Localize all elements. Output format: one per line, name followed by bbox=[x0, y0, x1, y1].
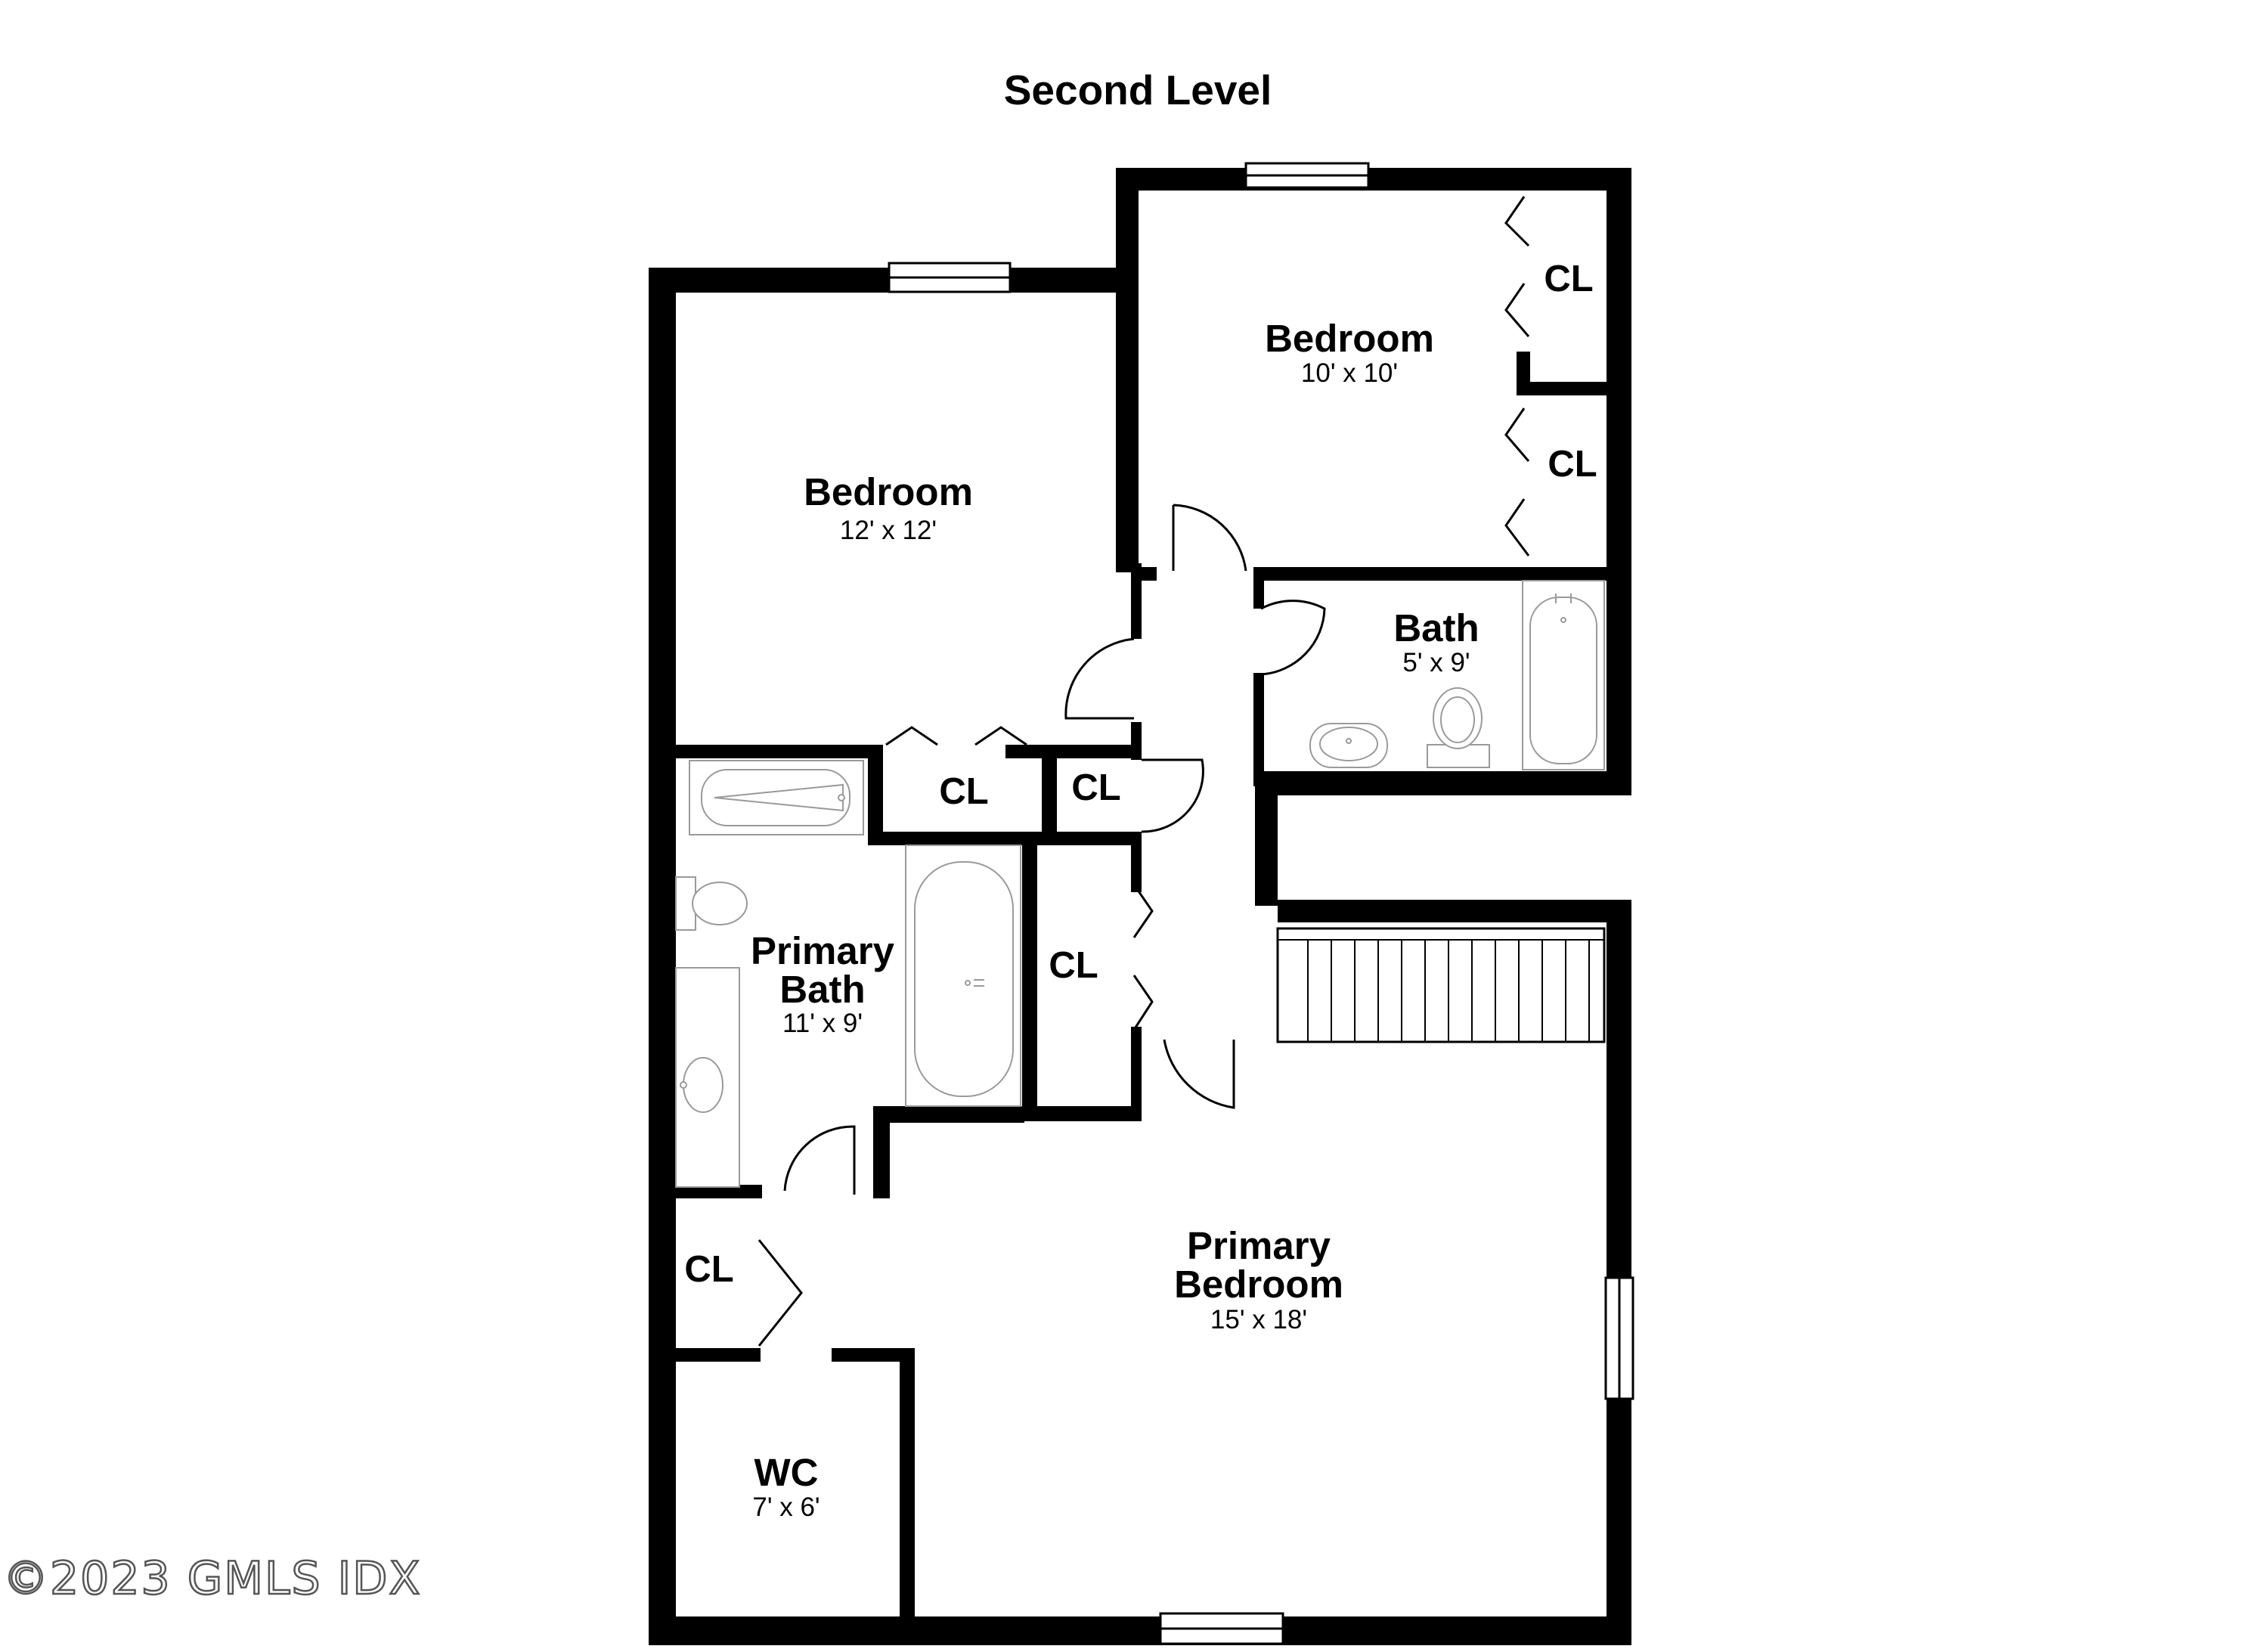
room-dims-wc: 7' x 6' bbox=[752, 1492, 820, 1522]
wall-wc-north-2 bbox=[832, 1348, 915, 1362]
wall-hall-west-3 bbox=[1131, 832, 1142, 892]
stairs bbox=[1276, 927, 1606, 1043]
door-bath bbox=[1260, 600, 1326, 676]
room-name-primary-bedroom-2: Bedroom bbox=[1174, 1263, 1343, 1306]
wall-exterior-top-right bbox=[1116, 168, 1631, 191]
room-name-primary-bath-1: Primary bbox=[751, 929, 895, 972]
wall-primary-bath-east-1 bbox=[1022, 845, 1037, 1117]
wall-bath-north bbox=[1255, 567, 1631, 581]
wall-wc-north-1 bbox=[649, 1348, 761, 1362]
wall-bath-west-2 bbox=[1253, 673, 1264, 786]
wall-primary-bath-step-down bbox=[873, 1106, 890, 1198]
wall-bedroom-left-south-3 bbox=[1047, 745, 1142, 758]
door-bifold-closet-right-lower bbox=[1504, 408, 1530, 556]
wall-notch-bottom bbox=[1278, 900, 1631, 922]
fixtures bbox=[675, 580, 1605, 1188]
room-name-primary-bath-2: Bath bbox=[779, 968, 865, 1011]
door-bedroom-left bbox=[1064, 637, 1135, 720]
wall-exterior-right-lower bbox=[1606, 900, 1631, 1645]
door-bifold-closet-right-upper bbox=[1504, 196, 1530, 337]
door-primary-bath bbox=[783, 1125, 856, 1195]
door-hallway-top bbox=[1172, 504, 1247, 572]
wall-closet-row-left bbox=[868, 745, 883, 843]
room-dims-primary-bedroom: 15' x 18' bbox=[1210, 1305, 1307, 1334]
wall-exterior-bottom bbox=[649, 1616, 1631, 1645]
closet-label-right-upper: CL bbox=[1544, 259, 1593, 299]
wall-primary-bath-east-2 bbox=[1022, 1106, 1142, 1121]
room-name-bedroom-left: Bedroom bbox=[804, 470, 973, 513]
wall-hall-west-1 bbox=[1131, 563, 1142, 639]
plan-title: Second Level bbox=[1004, 67, 1272, 113]
closet-label-hall-small: CL bbox=[1071, 767, 1120, 808]
room-name-primary-bedroom-1: Primary bbox=[1187, 1224, 1331, 1267]
door-closet-hall-small bbox=[1141, 758, 1204, 833]
windows bbox=[888, 162, 1634, 1645]
wall-bedroom-left-south-1 bbox=[649, 745, 883, 758]
room-dims-bedroom-right: 10' x 10' bbox=[1301, 358, 1398, 388]
wall-exterior-right-upper bbox=[1606, 168, 1631, 795]
wall-bedroom-left-east bbox=[1116, 293, 1139, 572]
wall-closet-jamb bbox=[1517, 352, 1530, 395]
closet-label-middle: CL bbox=[939, 771, 988, 812]
wall-closet-divider bbox=[1517, 382, 1631, 395]
wall-bath-west-1 bbox=[1253, 567, 1264, 609]
wall-notch-top bbox=[1255, 771, 1631, 795]
room-labels: Bedroom 12' x 12' Bedroom 10' x 10' Bath… bbox=[684, 259, 1597, 1522]
closet-label-right-lower: CL bbox=[1548, 444, 1597, 485]
door-bifold-closet-middle bbox=[885, 726, 1027, 746]
wall-primary-bath-step bbox=[873, 1106, 1024, 1123]
wall-wc-east bbox=[900, 1348, 915, 1630]
wall-hall-west-4 bbox=[1131, 1027, 1142, 1106]
room-name-bedroom-right: Bedroom bbox=[1265, 317, 1434, 360]
wall-primary-bath-south bbox=[649, 1185, 762, 1198]
room-dims-bedroom-left: 12' x 12' bbox=[840, 516, 937, 545]
door-hallway-bottom bbox=[1163, 1039, 1235, 1109]
room-name-wc: WC bbox=[754, 1451, 819, 1494]
door-bifold-closet-hall bbox=[1132, 884, 1154, 1031]
wall-hall-top-stub bbox=[1137, 567, 1157, 581]
wall-closet-row-mid bbox=[1042, 745, 1057, 843]
wall-exterior-left bbox=[649, 268, 676, 1645]
watermark: ©2023 GMLS IDX bbox=[3, 1552, 422, 1605]
wall-closet-row-bottom bbox=[868, 832, 1142, 845]
doors bbox=[758, 196, 1530, 1347]
room-dims-primary-bath: 11' x 9' bbox=[782, 1009, 863, 1038]
room-dims-bath: 5' x 9' bbox=[1402, 648, 1470, 677]
door-bifold-closet-primary bbox=[758, 1239, 803, 1347]
closet-label-hall-tall: CL bbox=[1049, 945, 1098, 986]
wall-notch-left bbox=[1255, 771, 1278, 906]
closet-label-primary: CL bbox=[684, 1249, 733, 1290]
walls bbox=[649, 168, 1631, 1645]
room-name-bath: Bath bbox=[1393, 606, 1479, 649]
